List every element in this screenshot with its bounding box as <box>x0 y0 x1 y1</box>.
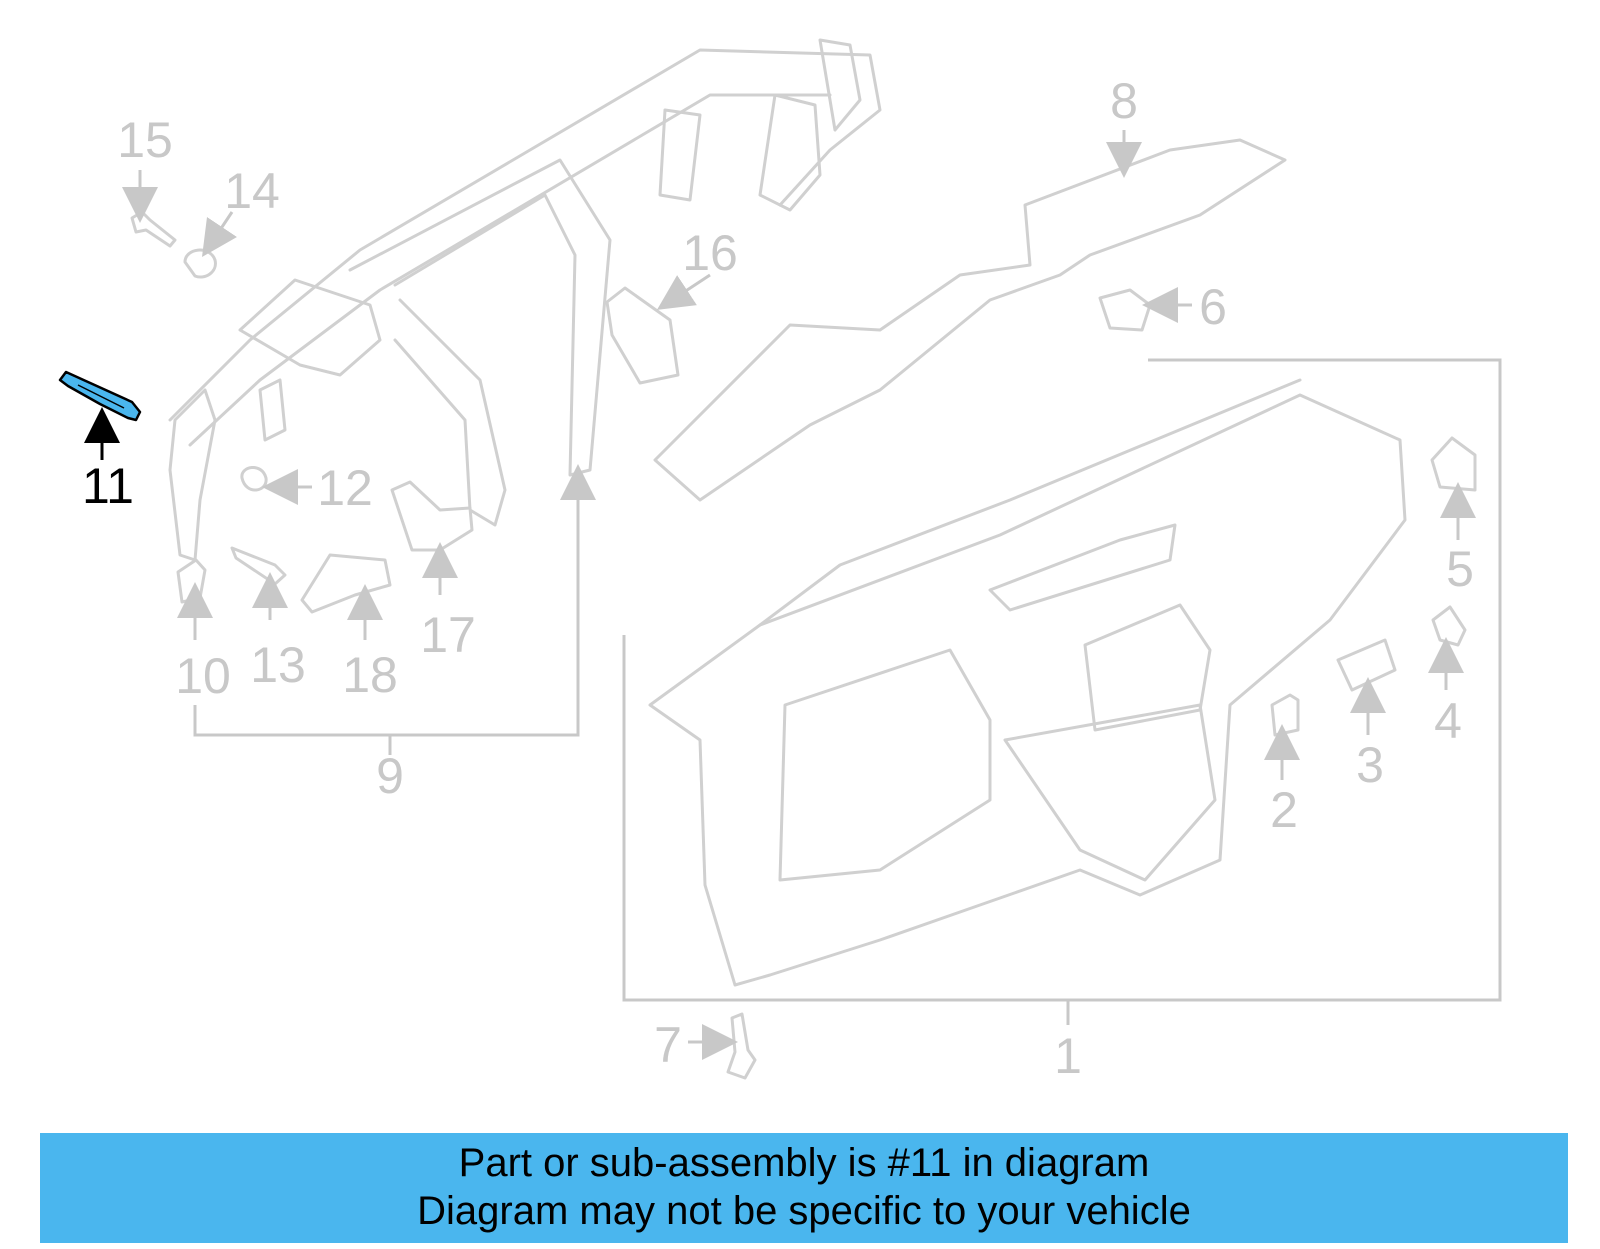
callout-14: 14 <box>224 163 280 219</box>
callout-6: 6 <box>1199 279 1227 335</box>
callout-18: 18 <box>342 647 398 703</box>
info-banner: Part or sub-assembly is #11 in diagram D… <box>40 1133 1568 1243</box>
banner-disclaimer-line: Diagram may not be specific to your vehi… <box>417 1189 1191 1233</box>
callout-labels: 15 14 8 16 6 11 12 5 17 13 10 18 4 3 9 2… <box>82 73 1474 1084</box>
cross-car-beam <box>168 38 882 562</box>
assembly-9-bracket <box>193 480 580 737</box>
callout-4: 4 <box>1434 693 1462 749</box>
callout-5: 5 <box>1446 541 1474 597</box>
part-11-highlighted[interactable] <box>58 370 142 422</box>
callout-16: 16 <box>682 225 738 281</box>
callout-12: 12 <box>317 460 373 516</box>
callout-7: 7 <box>654 1017 682 1073</box>
callout-9: 9 <box>376 748 404 804</box>
banner-part-line: Part or sub-assembly is #11 in diagram <box>458 1141 1150 1185</box>
dash-insulator <box>653 138 1287 502</box>
callout-3: 3 <box>1356 737 1384 793</box>
callout-15: 15 <box>117 112 173 168</box>
callout-2: 2 <box>1270 782 1298 838</box>
leader-lines <box>84 130 1476 1060</box>
callout-17: 17 <box>420 607 476 663</box>
callout-10: 10 <box>175 648 231 704</box>
instrument-panel <box>648 378 1407 987</box>
callout-1: 1 <box>1054 1028 1082 1084</box>
callout-11: 11 <box>82 458 134 514</box>
callout-13: 13 <box>250 637 306 693</box>
assembly-1-frame <box>622 358 1502 1002</box>
callout-8: 8 <box>1110 73 1138 129</box>
